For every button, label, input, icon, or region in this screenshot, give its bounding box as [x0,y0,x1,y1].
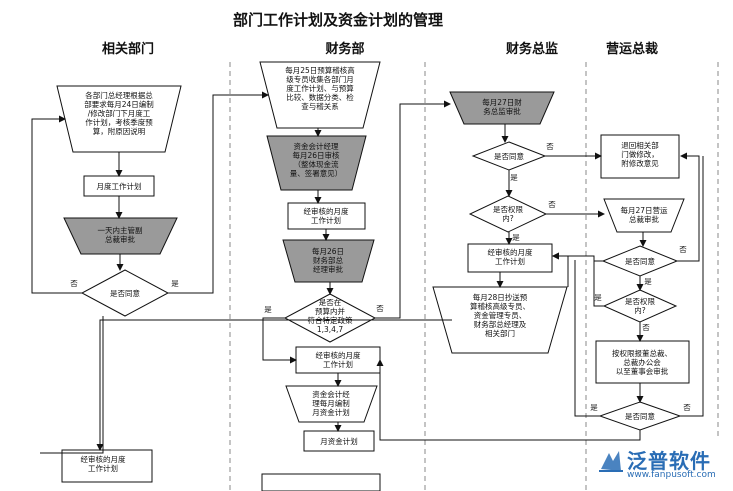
brand-watermark: 泛普软件 www.fanpusoft.com [597,445,725,485]
label-yes: 是 [590,403,598,412]
o-limit-text: 是否权限内? [625,296,655,315]
lane-header-cfo: 财务总监 [506,41,558,57]
o-return-text: 退回相关部门做修改，附修改意见 [621,140,659,168]
c-limit-text: 是否权限内? [493,204,523,223]
o-27-text: 每月27日营运总裁审批 [620,205,668,224]
label-yes: 是 [594,293,602,302]
c-limit-shape [468,195,548,233]
f-collect-text: 每月25日预算稽核高级专员收集各部门月度工作计划、与预算比较、数据分类、检查与稽… [285,65,355,111]
label-no: 否 [679,245,687,254]
brand-name: 泛普软件 [627,449,711,473]
label-yes: 是 [644,277,652,286]
lane-header-departments: 相关部门 [102,41,154,57]
f-26-text: 每月26日财务部总经理审批 [312,246,344,274]
o-board-shape [595,340,690,384]
o-return-shape [600,134,680,179]
d1-final-text: 经审核的月度工作计划 [81,454,126,473]
c-28-shape [432,286,568,354]
lane-header-finance: 财务部 [325,41,364,57]
fanpu-logo-icon [599,451,623,472]
o-board-text: 按权限报董总裁、总裁办公会以至董事会审批 [612,348,672,376]
c-agree-text: 是否同意 [494,151,524,161]
label-yes: 是 [512,233,520,242]
o-27-shape [603,198,685,233]
d1-agree-shape [80,269,170,317]
d1-plan-text: 月度工作计划 [97,181,142,191]
c-27-text: 每月27日财务总监审批 [482,97,522,116]
label-no: 否 [642,323,650,332]
lane-dividers [229,62,719,491]
o-agree-text: 是否同意 [625,256,655,266]
o-agree2-text: 是否同意 [625,411,655,421]
d1-review-text: 一天内主管副总裁审批 [98,225,143,244]
f-collect-shape [259,61,381,129]
label-yes: 是 [264,305,272,314]
page-title: 部门工作计划及资金计划的管理 [233,11,443,29]
brand-url: www.fanpusoft.com [627,470,716,480]
label-yes: 是 [510,173,518,182]
d1-collect-shape [56,85,182,153]
f-fund-compile-shape [285,385,378,423]
f-accountant-shape [266,135,367,191]
lane-header-coo: 营运总裁 [606,41,658,57]
d1-review-shape [63,217,178,255]
c-reviewed-text: 经审核的月度工作计划 [488,247,533,266]
c-28-text: 每月28日抄送预算稽核高级专员、资金管理专员、财务部总经理及相关部门 [470,292,530,338]
f-reviewed-text: 经审核的月度工作计划 [304,206,349,225]
f-bottom-shape [261,473,381,491]
f-accountant-text: 资金会计经理每月26日审核（整体现金流量、签署意见） [290,141,343,178]
d1-agree-text: 是否同意 [110,288,140,298]
f-budget-shape [283,293,377,343]
label-no: 否 [548,200,556,209]
label-yes: 是 [171,279,179,288]
label-no: 否 [376,304,384,313]
f-monthly-shape [295,346,381,374]
label-no: 否 [546,142,554,151]
d1-collect-text: 各部门总经理根据总部要求每月24日编制/修改部门下月度工作计划，考核季度预算，附… [84,90,154,136]
label-no: 否 [683,403,691,412]
f-26-shape [282,239,375,283]
label-no: 否 [70,279,78,288]
c-27-shape [449,91,555,125]
c-reviewed-shape [467,243,553,273]
d1-final-shape [61,449,153,483]
f-fund-plan-text: 月资金计划 [320,436,358,446]
f-fund-compile-text: 资金会计经理每月编制月资金计划 [312,389,350,417]
f-monthly-text: 经审核的月度工作计划 [316,350,361,369]
